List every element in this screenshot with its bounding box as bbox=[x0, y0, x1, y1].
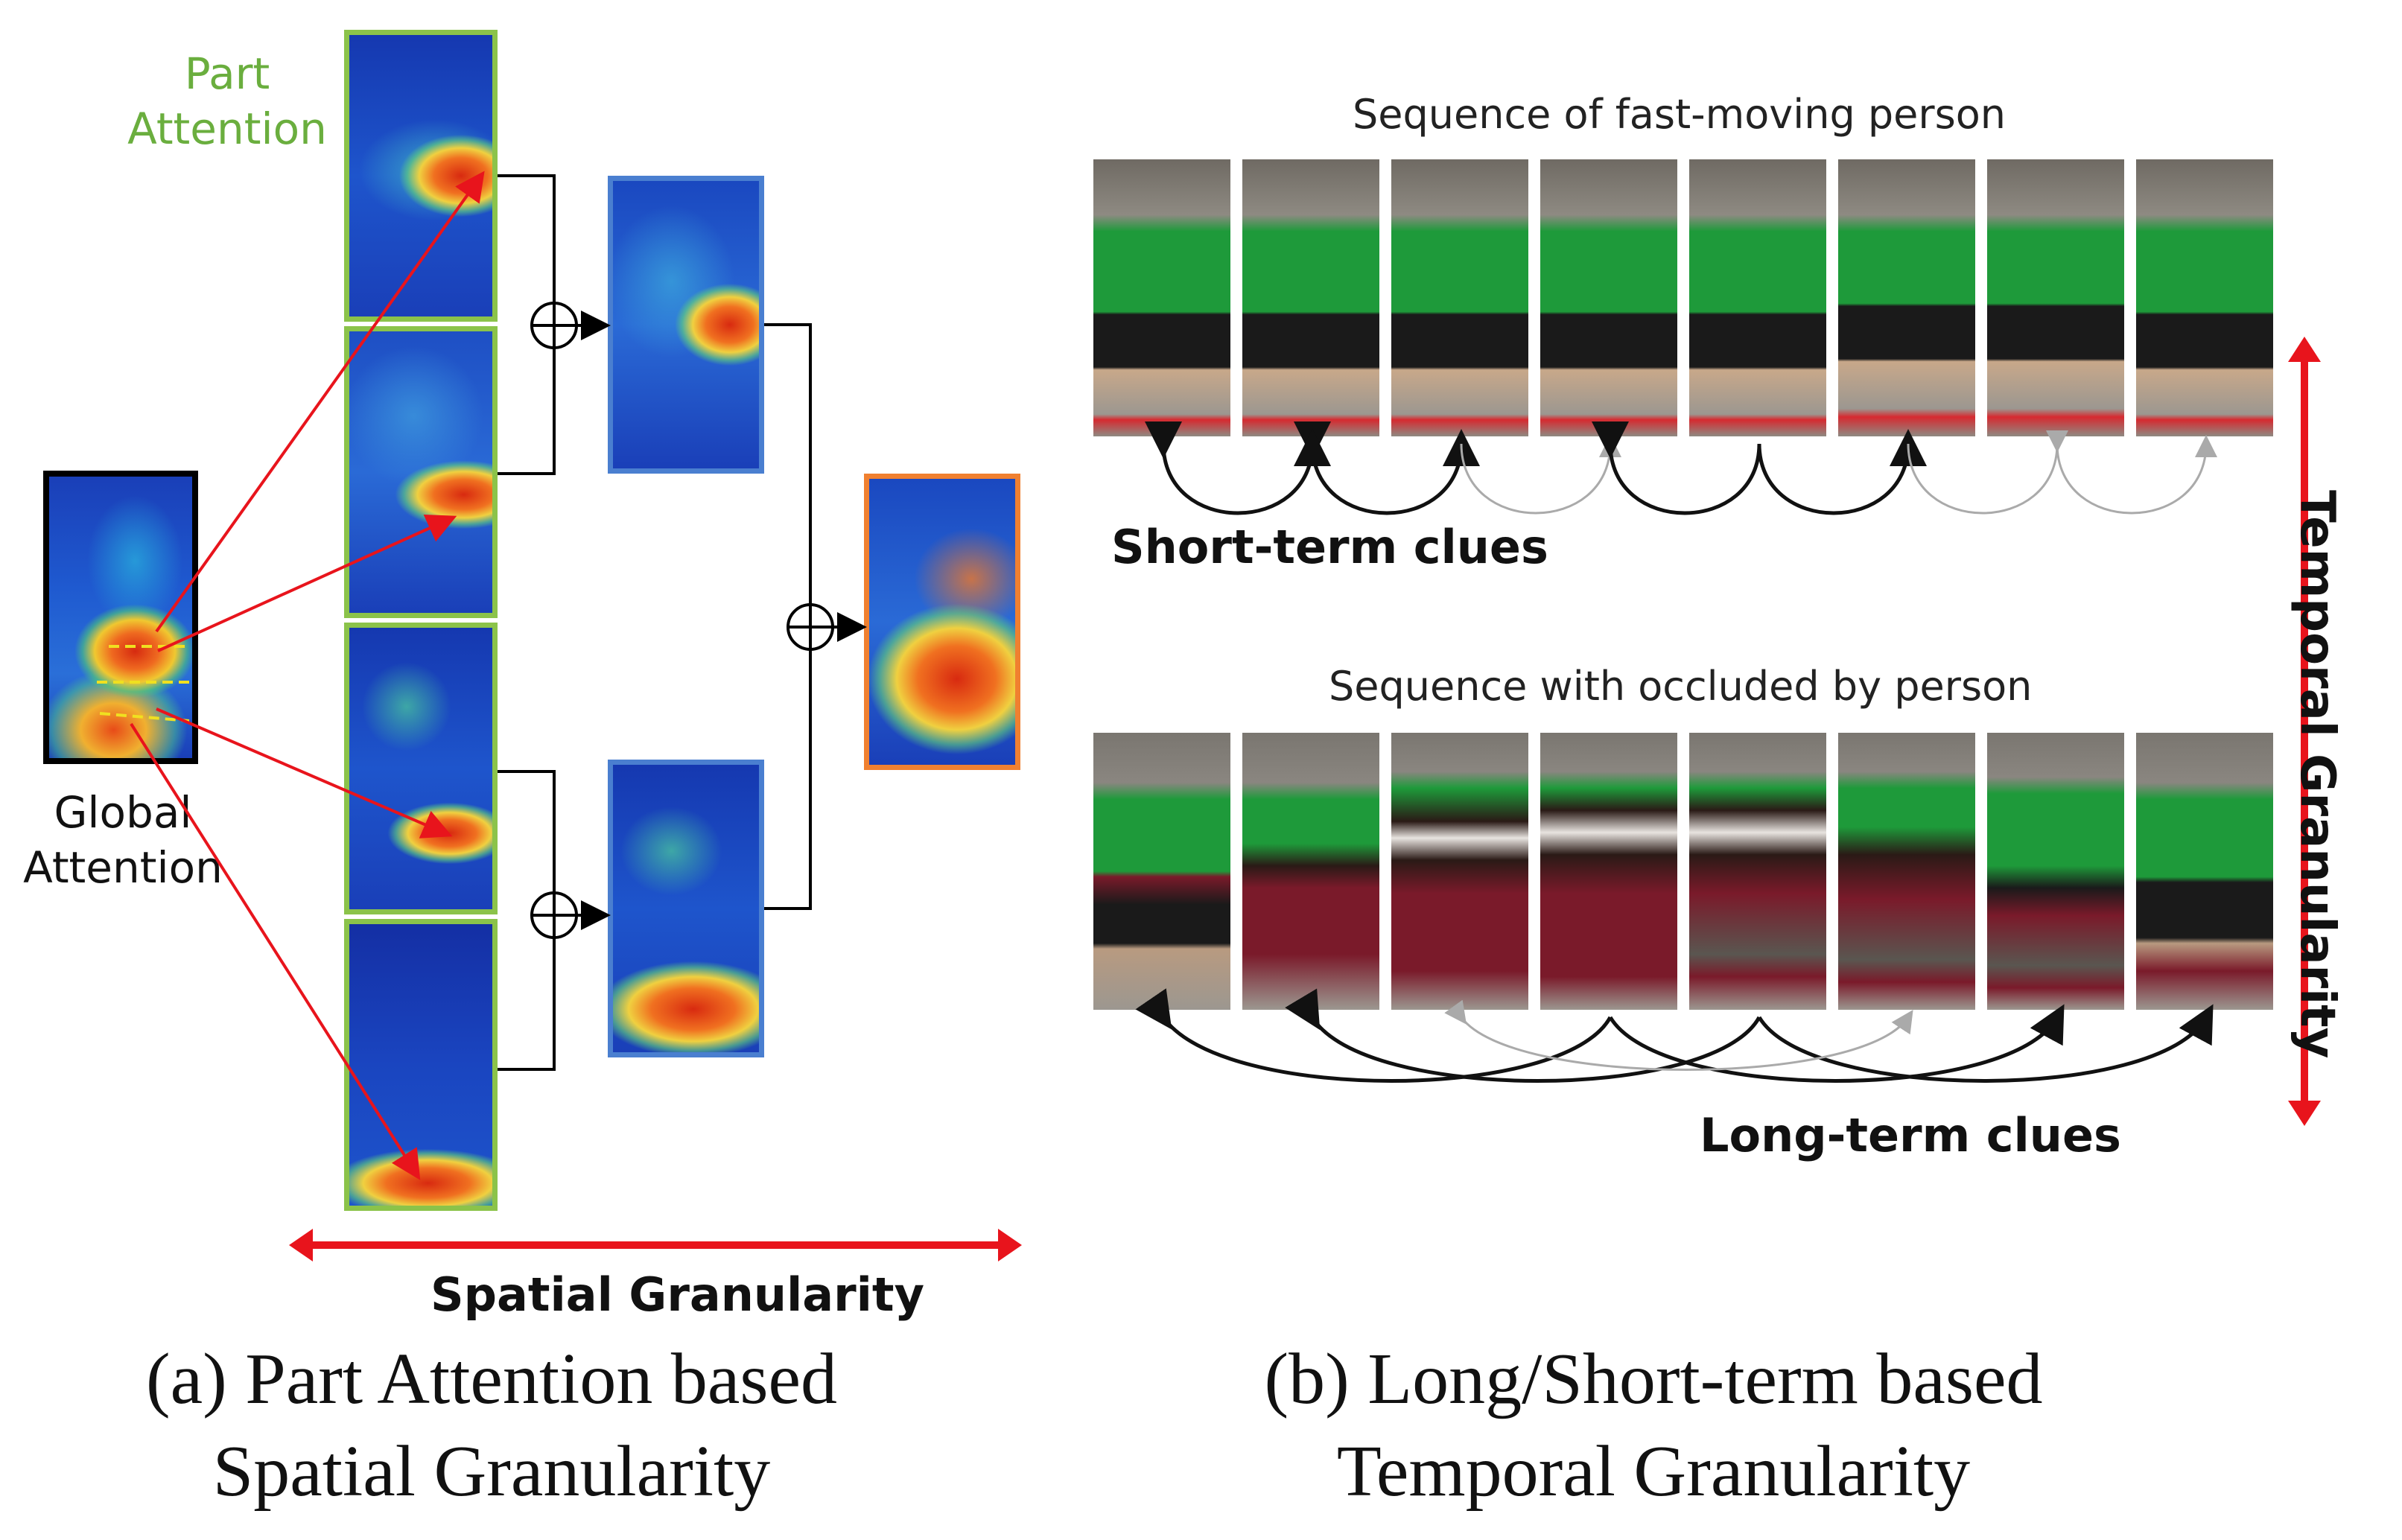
part-attention-map-2 bbox=[344, 326, 498, 618]
part-split-lines bbox=[97, 645, 190, 722]
global-attention-label: Global Attention bbox=[23, 787, 223, 893]
sequence2-title: Sequence with occluded by person bbox=[1329, 663, 2033, 710]
sequence2-frame bbox=[1689, 733, 1826, 1010]
left-caption: (a) Part Attention based Spatial Granula… bbox=[145, 1339, 838, 1512]
fused-attention-map-lower bbox=[608, 760, 764, 1057]
sequence1-frame bbox=[1540, 159, 1677, 436]
sequence2-frame bbox=[2136, 733, 2273, 1010]
sequence1-frame bbox=[1093, 159, 1230, 436]
part-attention-label: Part Attention bbox=[127, 48, 327, 154]
sequence2-frame bbox=[1540, 733, 1677, 1010]
spatial-granularity-label: Spatial Granularity bbox=[430, 1267, 924, 1322]
global-attention-map bbox=[43, 471, 198, 764]
spatial-axis-arrow bbox=[289, 1229, 1022, 1261]
long-term-clues-label: Long-term clues bbox=[1700, 1108, 2121, 1162]
temporal-granularity-label: Temporal Granularity bbox=[2290, 490, 2345, 1059]
circle-plus-icon bbox=[787, 603, 834, 651]
left-connectors bbox=[97, 171, 1022, 1261]
sequence1-title: Sequence of fast-moving person bbox=[1353, 91, 2006, 138]
sequence2-frame bbox=[1838, 733, 1975, 1010]
sequence2-frame bbox=[1242, 733, 1379, 1010]
circle-plus-icon bbox=[530, 302, 578, 349]
sequence1-frame bbox=[1987, 159, 2124, 436]
sequence2-frame bbox=[1093, 733, 1230, 1010]
part-attention-map-3 bbox=[344, 623, 498, 914]
sequence1-frame bbox=[2136, 159, 2273, 436]
sequence1-frame bbox=[1838, 159, 1975, 436]
sequence2-frame bbox=[1391, 733, 1528, 1010]
sequence2-frame bbox=[1987, 733, 2124, 1010]
short-term-clues-label: Short-term clues bbox=[1111, 520, 1548, 574]
sequence1-frame bbox=[1242, 159, 1379, 436]
sequence1-frame bbox=[1391, 159, 1528, 436]
temporal-axis-arrow bbox=[2288, 337, 2321, 1126]
circle-plus-icon bbox=[530, 891, 578, 939]
sequence1-frame bbox=[1689, 159, 1826, 436]
right-caption: (b) Long/Short-term based Temporal Granu… bbox=[1264, 1339, 2043, 1512]
